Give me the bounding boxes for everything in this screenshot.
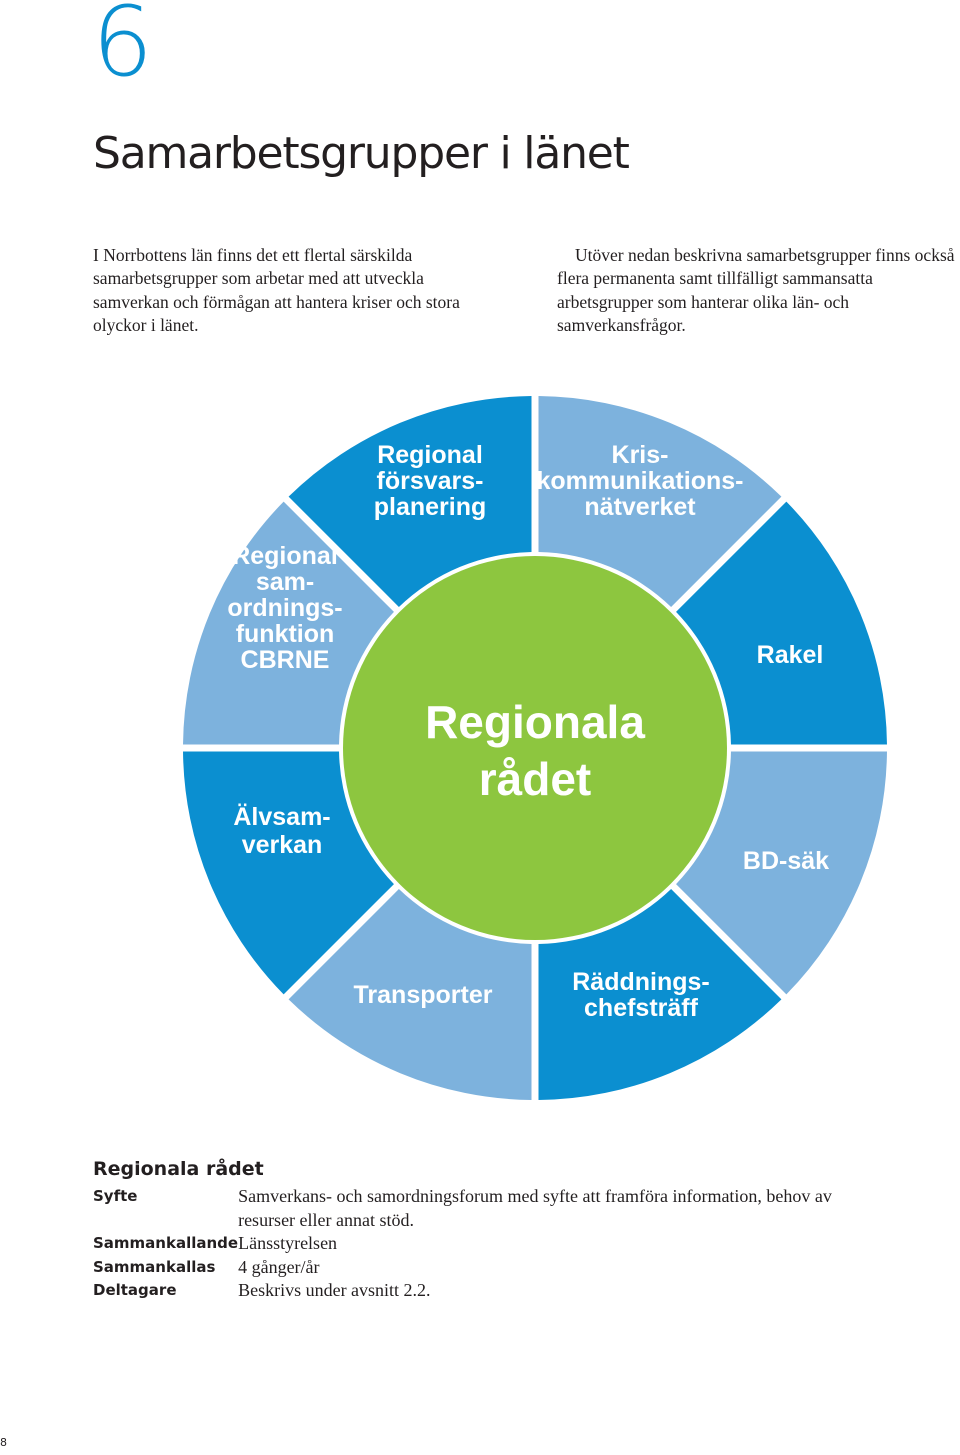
page-title: Samarbetsgrupper i länet xyxy=(93,128,630,179)
info-value: Länsstyrelsen xyxy=(238,1233,338,1253)
info-value: 4 gånger/år xyxy=(238,1256,320,1277)
wheel-segment xyxy=(183,751,394,995)
info-key: Deltagare xyxy=(93,1281,177,1299)
info-key: Sammankallande xyxy=(93,1234,239,1252)
page-number: 8 xyxy=(0,1436,7,1449)
segment-label: Räddnings-chefsträff xyxy=(572,968,710,1022)
info-key: Syfte xyxy=(93,1187,138,1205)
intro-paragraph-right: Utöver nedan beskrivna samarbetsgrupper … xyxy=(557,244,955,336)
wheel-segment xyxy=(538,396,782,607)
segment-label: Transporter xyxy=(354,981,493,1009)
segment-label: BD-säk xyxy=(743,847,829,875)
chapter-number: 6 xyxy=(92,0,154,98)
info-row-deltagare: Deltagare Beskrivs under avsnitt 2.2. xyxy=(93,1279,878,1303)
wheel-segment xyxy=(183,501,394,745)
wheel-segment xyxy=(538,889,782,1100)
info-row-syfte: Syfte Samverkans- och samordningsforum m… xyxy=(93,1185,878,1232)
info-table: Syfte Samverkans- och samordningsforum m… xyxy=(93,1185,878,1303)
section-heading: Regionala rådet xyxy=(93,1158,264,1180)
intro-paragraph-left: I Norrbottens län finns det ett flertal … xyxy=(93,244,460,336)
segment-label: Rakel xyxy=(757,641,824,669)
info-key: Sammankallas xyxy=(93,1257,216,1276)
segment-label: Älvsam-verkan xyxy=(233,803,330,859)
wheel-segment xyxy=(676,751,887,995)
info-row-sammankallas: Sammankallas 4 gånger/år xyxy=(93,1256,878,1280)
wheel-segment xyxy=(288,889,532,1100)
center-circle xyxy=(343,556,727,940)
segment-label: Kris-kommunikations-nätverket xyxy=(537,441,744,521)
wheel-segment xyxy=(676,501,887,745)
wheel-segment xyxy=(288,396,532,607)
info-value: Beskrivs under avsnitt 2.2. xyxy=(238,1280,431,1300)
info-value: Samverkans- och samordningsforum med syf… xyxy=(238,1186,832,1230)
info-row-sammankallande: Sammankallande Länsstyrelsen xyxy=(93,1232,878,1256)
